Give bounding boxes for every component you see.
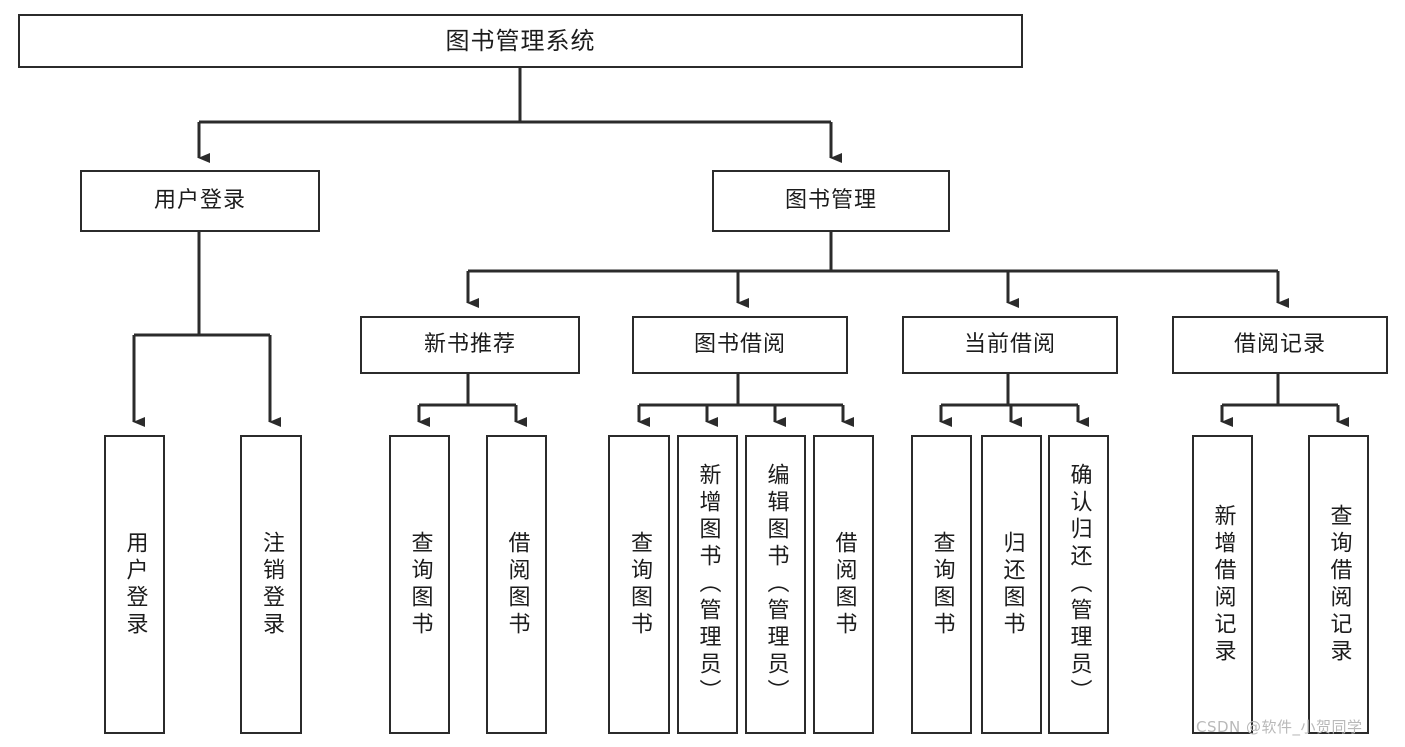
leaf-current-borrow-return-label: 归还图书 — [999, 530, 1025, 639]
leaf-book-borrow-query-label: 查询图书 — [627, 530, 652, 639]
leaf-user-login-login-label: 用户登录 — [122, 530, 148, 639]
node-borrow-record[interactable]: 借阅记录 — [1172, 316, 1388, 374]
leaf-current-borrow-query[interactable]: 查询图书 — [911, 435, 972, 734]
node-book-borrow[interactable]: 图书借阅 — [632, 316, 848, 374]
node-current-borrow[interactable]: 当前借阅 — [902, 316, 1118, 374]
leaf-current-borrow-confirm-return[interactable]: 确认归还（管理员） — [1048, 435, 1109, 734]
leaf-borrow-record-add-label: 新增借阅记录 — [1210, 503, 1236, 666]
leaf-current-borrow-confirm-return-label: 确认归还（管理员） — [1066, 463, 1092, 706]
node-borrow-record-label: 借阅记录 — [1233, 331, 1326, 357]
leaf-user-login-logout[interactable]: 注销登录 — [240, 435, 302, 734]
leaf-book-borrow-edit[interactable]: 编辑图书（管理员） — [745, 435, 806, 734]
node-user-login[interactable]: 用户登录 — [80, 170, 320, 232]
node-user-login-label: 用户登录 — [153, 187, 246, 213]
csdn-watermark: CSDN @软件_小贺同学 — [1196, 718, 1363, 736]
leaf-book-borrow-add[interactable]: 新增图书（管理员） — [677, 435, 738, 734]
leaf-new-book-query[interactable]: 查询图书 — [389, 435, 450, 734]
node-new-book-recommend-label: 新书推荐 — [423, 331, 516, 357]
node-book-management[interactable]: 图书管理 — [712, 170, 950, 232]
leaf-user-login-logout-label: 注销登录 — [259, 530, 284, 639]
leaf-new-book-borrow[interactable]: 借阅图书 — [486, 435, 547, 734]
node-new-book-recommend[interactable]: 新书推荐 — [360, 316, 580, 374]
leaf-book-borrow-add-label: 新增图书（管理员） — [695, 463, 721, 706]
node-current-borrow-label: 当前借阅 — [963, 331, 1056, 357]
leaf-borrow-record-query-label: 查询借阅记录 — [1326, 503, 1352, 666]
leaf-current-borrow-query-label: 查询图书 — [929, 530, 955, 639]
leaf-borrow-record-add[interactable]: 新增借阅记录 — [1192, 435, 1253, 734]
node-book-management-label: 图书管理 — [784, 187, 877, 213]
leaf-book-borrow-borrow-label: 借阅图书 — [831, 530, 857, 639]
node-book-borrow-label: 图书借阅 — [693, 331, 786, 357]
leaf-borrow-record-query[interactable]: 查询借阅记录 — [1308, 435, 1369, 734]
leaf-new-book-query-label: 查询图书 — [407, 530, 433, 639]
leaf-new-book-borrow-label: 借阅图书 — [504, 530, 530, 639]
leaf-book-borrow-query[interactable]: 查询图书 — [608, 435, 670, 734]
leaf-current-borrow-return[interactable]: 归还图书 — [981, 435, 1042, 734]
node-root-system[interactable]: 图书管理系统 — [18, 14, 1023, 68]
leaf-user-login-login[interactable]: 用户登录 — [104, 435, 165, 734]
node-root-system-label: 图书管理系统 — [445, 26, 596, 55]
leaf-book-borrow-borrow[interactable]: 借阅图书 — [813, 435, 874, 734]
leaf-book-borrow-edit-label: 编辑图书（管理员） — [763, 463, 789, 706]
